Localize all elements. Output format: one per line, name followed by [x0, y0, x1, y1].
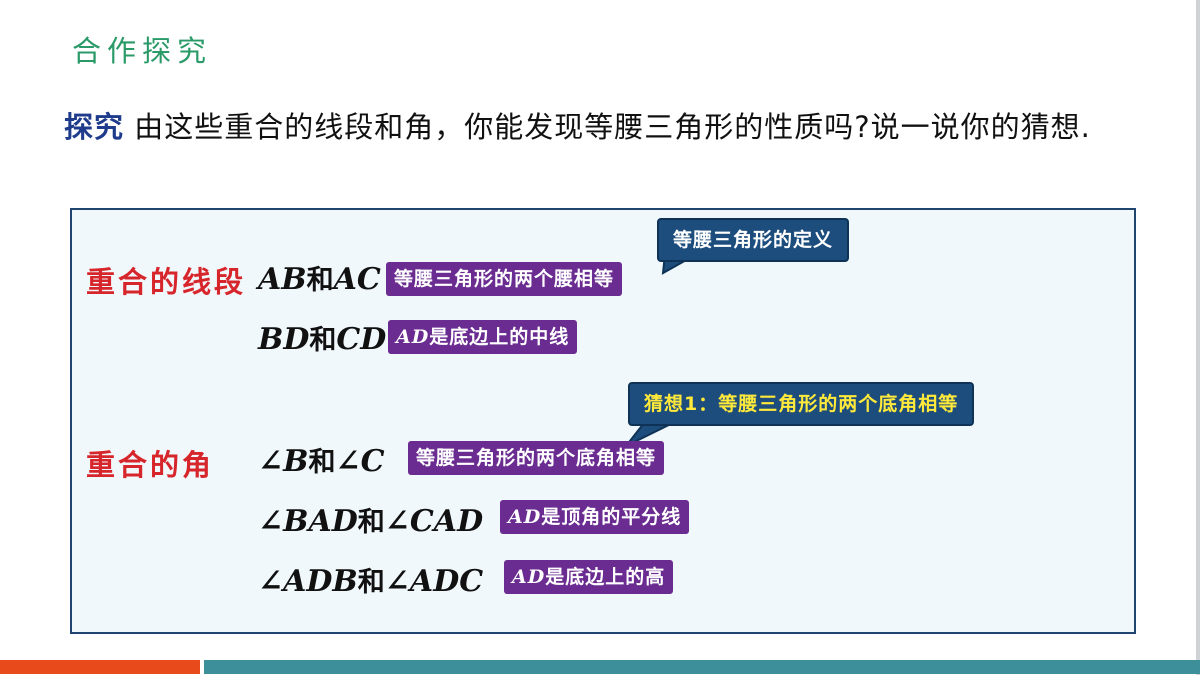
tag-legs-equal: 等腰三角形的两个腰相等	[386, 262, 623, 296]
expr-right: ∠ADC	[384, 564, 484, 599]
callout-conjecture: 猜想1：等腰三角形的两个底角相等	[625, 382, 975, 447]
tag-bisector: AD是顶角的平分线	[500, 500, 690, 534]
angle-expr-adb-adc: ∠ADB和∠ADC	[258, 560, 483, 599]
intro-paragraph: 探究 由这些重合的线段和角，你能发现等腰三角形的性质吗?说一说你的猜想.	[64, 104, 1144, 150]
angle-expr-b-c: ∠B和∠C	[258, 440, 385, 479]
footer-bar-teal	[204, 660, 1200, 674]
tag-text: 等腰三角形的两个腰相等	[394, 268, 615, 290]
expr-right: CD	[336, 322, 387, 357]
expr-left: ∠B	[258, 444, 309, 479]
tag-pre: AD	[512, 566, 546, 588]
angle-expr-bad-cad: ∠BAD和∠CAD	[258, 500, 483, 539]
footer-bar-orange	[0, 660, 200, 674]
intro-keyword: 探究	[64, 110, 125, 144]
segment-expr-bd-cd: BD和CD	[258, 318, 386, 357]
expr-left: AB	[258, 262, 307, 297]
expr-left: BD	[258, 322, 310, 357]
expr-he: 和	[306, 265, 334, 296]
segment-expr-ab-ac: AB和AC	[258, 258, 381, 297]
expr-right: ∠C	[335, 444, 385, 479]
callout-conjecture-text: 猜想1：等腰三角形的两个底角相等	[628, 382, 975, 426]
expr-he: 和	[309, 325, 337, 356]
tag-base-angles-equal: 等腰三角形的两个底角相等	[408, 441, 665, 475]
expr-left: ∠ADB	[258, 564, 358, 599]
expr-he: 和	[357, 567, 385, 598]
expr-he: 和	[308, 447, 336, 478]
tag-median: AD是底边上的中线	[388, 320, 578, 354]
expr-right: AC	[333, 262, 381, 297]
callout-definition: 等腰三角形的定义	[657, 218, 850, 275]
callout-definition-text: 等腰三角形的定义	[657, 218, 850, 262]
right-edge-strip	[1196, 0, 1200, 675]
tag-text: 是底边上的高	[545, 566, 666, 588]
angles-label: 重合的角	[86, 448, 215, 482]
segments-label: 重合的线段	[86, 265, 247, 299]
tag-text: 等腰三角形的两个底角相等	[416, 447, 657, 469]
tag-pre: AD	[508, 506, 542, 528]
expr-he: 和	[357, 507, 385, 538]
tag-text: 是顶角的平分线	[541, 506, 682, 528]
intro-text: 由这些重合的线段和角，你能发现等腰三角形的性质吗?说一说你的猜想.	[124, 110, 1091, 144]
tag-altitude: AD是底边上的高	[504, 560, 674, 594]
tag-pre: AD	[396, 326, 430, 348]
expr-left: ∠BAD	[258, 504, 358, 539]
expr-right: ∠CAD	[384, 504, 484, 539]
section-title: 合作探究	[72, 34, 213, 68]
tag-text: 是底边上的中线	[429, 326, 570, 348]
